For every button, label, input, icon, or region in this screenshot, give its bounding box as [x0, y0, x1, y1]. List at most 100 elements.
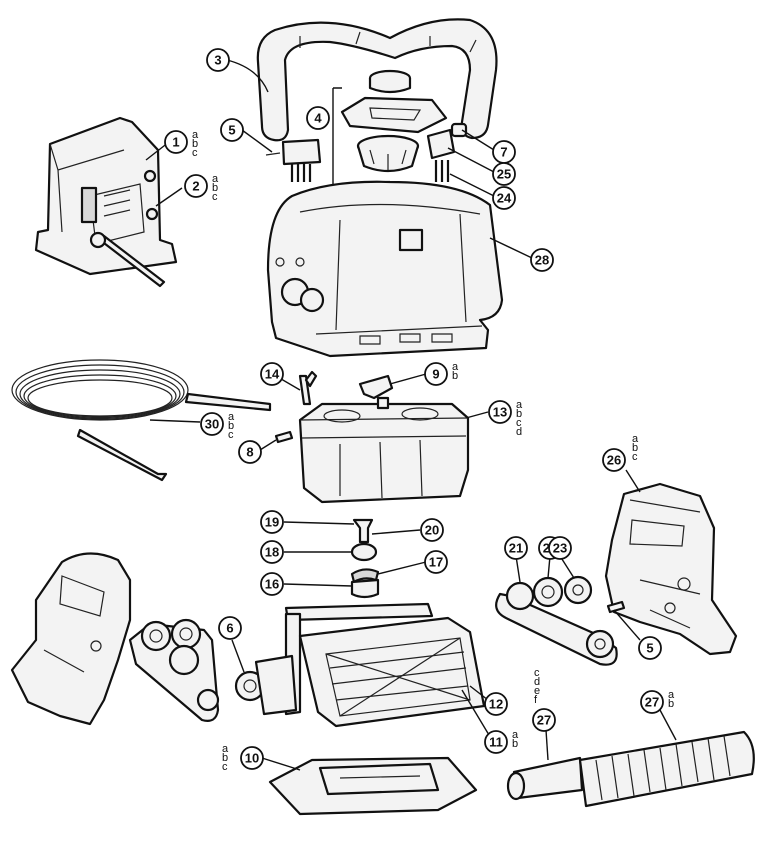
callout-circle [530, 248, 554, 272]
handle-clip-left [265, 138, 322, 182]
callout-circle [488, 400, 512, 424]
callout-circle [492, 186, 516, 210]
callout-3: 3 [206, 48, 230, 72]
callout-variant: c [222, 761, 228, 773]
callout-variant: a [632, 433, 639, 445]
callout-circle [260, 510, 284, 534]
callout-number: 9 [432, 367, 439, 382]
callout-variant: c [534, 667, 540, 679]
callout-circle [484, 730, 508, 754]
callout-number: 27 [537, 713, 551, 728]
callout-variant: b [452, 370, 458, 382]
callout-number: 13 [493, 405, 507, 420]
callout-variant: a [228, 411, 235, 423]
callout-variant: b [222, 752, 228, 764]
top-cap-assembly [332, 69, 448, 186]
callout-4: 4 [306, 106, 330, 130]
callout-circle [260, 540, 284, 564]
callout-number: 17 [429, 555, 443, 570]
callout-21: 21 [504, 536, 528, 560]
callout-9: 9 ab [424, 361, 459, 386]
robot-body [266, 180, 504, 358]
callout-variant: a [516, 399, 523, 411]
callout-circle [238, 440, 262, 464]
callout-variant: b [212, 182, 218, 194]
callout-circle [260, 362, 284, 386]
callout-variant: e [534, 685, 540, 697]
wheel-track-assembly-right [495, 575, 618, 666]
callout-number: 6 [226, 621, 233, 636]
callout-number: 23 [553, 541, 567, 556]
callout-variant: b [516, 408, 522, 420]
callout-18: 18 [260, 540, 284, 564]
callout-circle [640, 690, 664, 714]
callout-circle [602, 448, 626, 472]
callout-number: 14 [265, 367, 280, 382]
callout-variant: c [228, 429, 234, 441]
callout-variant: d [516, 426, 522, 438]
callout-circle [260, 572, 284, 596]
callout-circle [504, 536, 528, 560]
callout-circle [532, 708, 556, 732]
callout-variant: d [534, 676, 540, 688]
side-panel-right [604, 482, 738, 656]
bottom-cover [268, 756, 478, 816]
callout-circle [200, 412, 224, 436]
handle-clip-right [426, 122, 468, 182]
callout-circle [240, 746, 264, 770]
callout-24: 24 [492, 186, 516, 210]
floating-cable [11, 359, 272, 482]
callout-circle [184, 174, 208, 198]
callout-circle [420, 518, 444, 542]
callout-variant: b [192, 138, 198, 150]
filter-basket-assembly [234, 602, 486, 728]
callout-number: 8 [246, 445, 253, 460]
callout-variant: a [192, 129, 199, 141]
callout-23: 23 [548, 536, 572, 560]
callout-variant: a [668, 689, 675, 701]
callout-8: 8 [238, 440, 262, 464]
side-panel-left [10, 552, 220, 726]
callout-30: 30 abc [200, 411, 235, 441]
brush-roller [506, 730, 755, 808]
pin-clip [298, 370, 318, 406]
callout-number: 28 [535, 253, 549, 268]
callout-number: 30 [205, 417, 219, 432]
callout-number: 4 [314, 111, 322, 126]
callout-19: 19 [260, 510, 284, 534]
callout-circle [206, 48, 230, 72]
handle-part [256, 18, 498, 142]
shaft-parts [350, 518, 380, 599]
callout-variant: c [516, 417, 522, 429]
callout-circle [424, 550, 448, 574]
callout-25: 25 [492, 162, 516, 186]
callout-6: 6 [218, 616, 242, 640]
callout-number: 27 [645, 695, 659, 710]
callout-variant: a [452, 361, 459, 373]
callout-number: 20 [425, 523, 439, 538]
callout-number: 10 [245, 751, 259, 766]
callout-number: 19 [265, 515, 279, 530]
callout-circle [164, 130, 188, 154]
callout-5: 5 [638, 636, 662, 660]
callout-variant: c [192, 147, 198, 159]
callout-7: 7 [492, 140, 516, 164]
callout-variant: c [212, 191, 218, 203]
callout-number: 26 [607, 453, 621, 468]
callout-number: 12 [489, 697, 503, 712]
callout-variant: b [512, 738, 518, 750]
callout-variant: a [212, 173, 219, 185]
callout-12: 12 [484, 692, 508, 716]
callout-circle [492, 162, 516, 186]
callout-variant: b [228, 420, 234, 432]
callout-number: 3 [214, 53, 221, 68]
callout-circle [424, 362, 448, 386]
callout-number: 7 [500, 145, 507, 160]
